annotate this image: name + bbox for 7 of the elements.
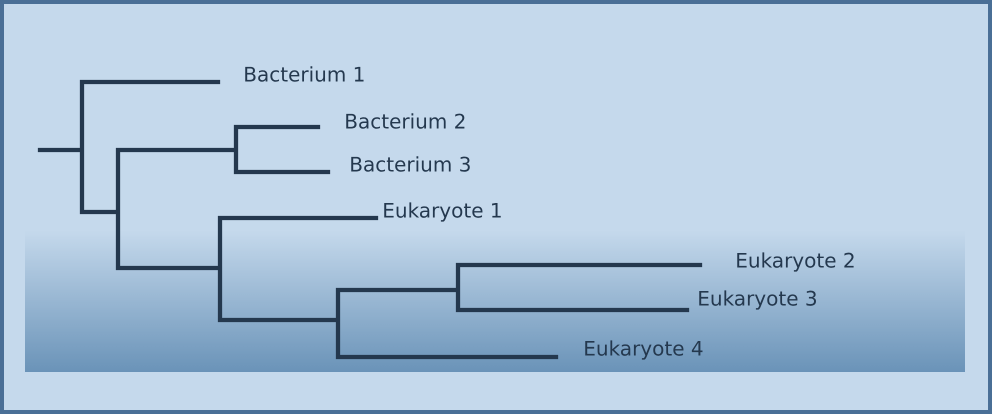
taxon-label: Bacterium 1 [245,66,364,82]
taxon-label: Bacterium 3 [351,156,470,172]
taxon-label: Eukaryote 1 [384,202,501,222]
taxon-label: Eukaryote 4 [585,340,702,360]
taxon-label: Eukaryote 3 [699,290,816,310]
taxon-label: Eukaryote 2 [737,252,854,272]
taxon-label: Bacterium 2 [346,113,464,129]
